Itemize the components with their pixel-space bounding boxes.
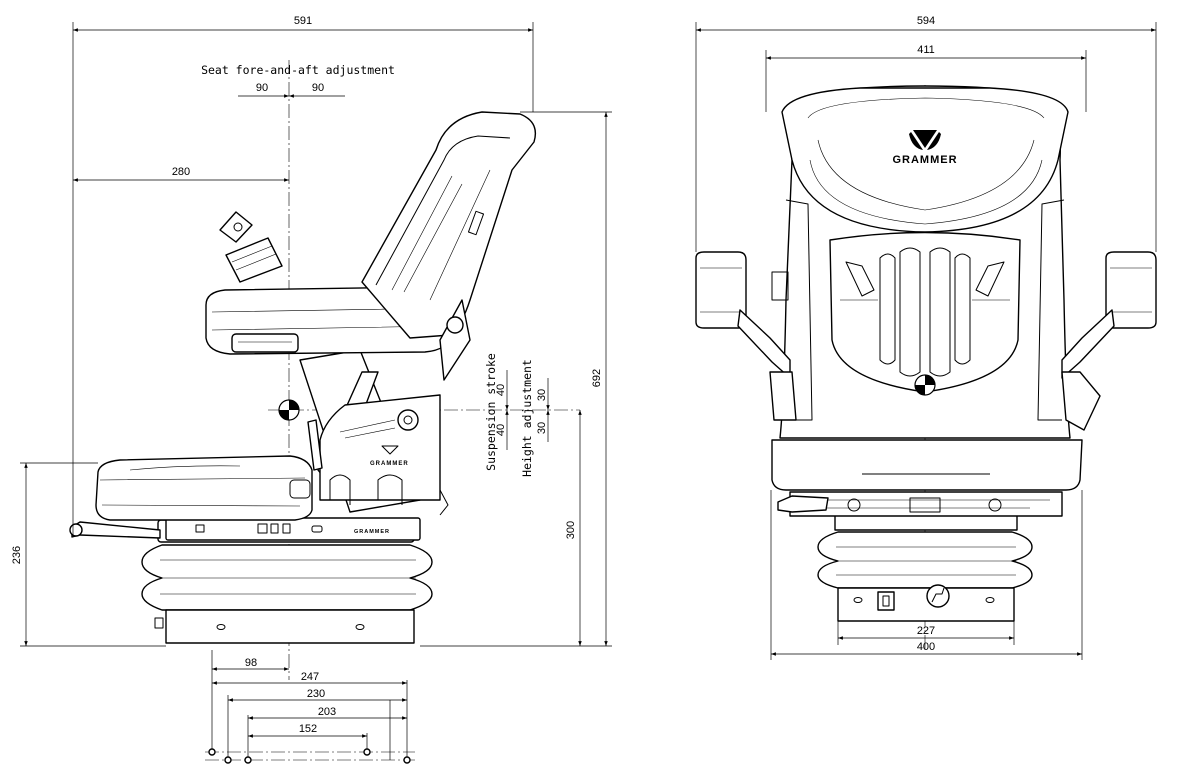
fore-aft-label: Seat fore-and-aft adjustment	[201, 63, 395, 77]
dim-692-text: 692	[591, 369, 603, 387]
dim-front-height: 236	[11, 462, 166, 647]
base-plate: GRAMMER	[69, 517, 421, 541]
centroid-marker-side	[278, 399, 300, 421]
fore-aft-front-text: 90	[312, 82, 324, 94]
dim-base-height: 300	[565, 410, 582, 646]
side-view: GRAMMER GRAMMER	[11, 15, 612, 764]
dim-height-adjustment: Height adjustment 30 30	[520, 359, 550, 477]
backrest	[361, 111, 537, 381]
dim-230-text: 230	[307, 688, 325, 700]
dim-overall-length: 591	[72, 15, 534, 535]
dim-227-text: 227	[917, 625, 935, 637]
suspension-mechanism: GRAMMER	[289, 349, 449, 516]
fore-aft-back-text: 90	[256, 82, 268, 94]
front-view: GRAMMER 5	[695, 15, 1157, 660]
front-mechanism	[777, 491, 1063, 517]
dim-mounting-holes: 98 247 230 203 152	[205, 650, 415, 764]
centroid-marker-front	[914, 374, 936, 396]
dim-98-text: 98	[245, 657, 257, 669]
front-seat-base	[771, 439, 1083, 491]
grammer-logo-icon	[909, 130, 941, 150]
dim-280-text: 280	[172, 166, 190, 178]
front-bellows	[817, 514, 1033, 622]
suspension-down-text: 40	[495, 424, 507, 436]
dim-236-text: 236	[11, 546, 23, 564]
dim-base-widths: 227 400	[770, 490, 1083, 660]
front-backrest: GRAMMER	[779, 85, 1071, 439]
dim-300-text: 300	[565, 521, 577, 539]
height-up-text: 30	[536, 389, 548, 401]
armrest-left	[695, 251, 797, 421]
front-brand-text: GRAMMER	[892, 154, 957, 166]
base-plate-brand: GRAMMER	[354, 529, 390, 535]
armrest-right	[1061, 251, 1157, 431]
height-down-text: 30	[536, 422, 548, 434]
dim-152-text: 152	[299, 723, 317, 735]
dim-280: 280	[73, 166, 289, 182]
height-adjustment-label: Height adjustment	[520, 359, 534, 477]
suspension-up-text: 40	[495, 384, 507, 396]
mechanism-brand: GRAMMER	[370, 461, 409, 467]
seat-belt-buckle	[219, 211, 283, 283]
dim-247-text: 247	[301, 671, 319, 683]
dim-203-text: 203	[318, 706, 336, 718]
dim-594-text: 594	[917, 15, 935, 27]
dim-411-text: 411	[917, 44, 935, 56]
suspension-label: Suspension stroke	[484, 353, 498, 471]
seat-cushion	[95, 455, 313, 521]
dim-591-text: 591	[294, 15, 312, 27]
dim-fore-aft: Seat fore-and-aft adjustment 90 90	[201, 63, 395, 98]
dim-suspension-stroke: Suspension stroke 40 40	[484, 353, 509, 471]
dim-backrest-width: 411	[765, 44, 1087, 112]
dim-overall-width: 594	[695, 15, 1157, 252]
dim-400-text: 400	[917, 641, 935, 653]
